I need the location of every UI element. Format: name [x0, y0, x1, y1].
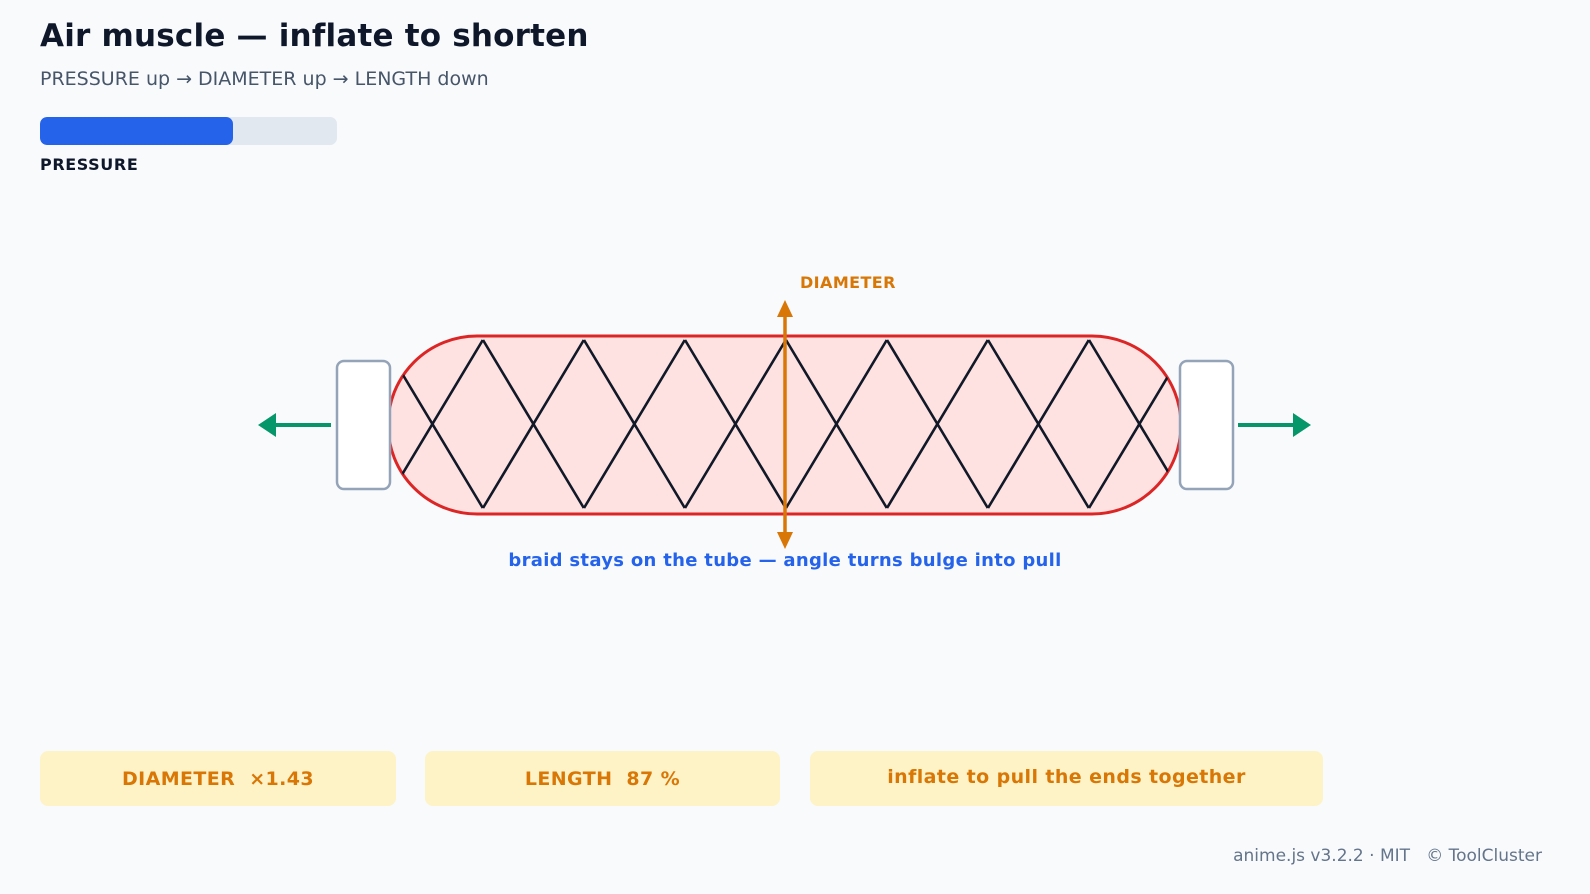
- braid-strand: [481, 339, 585, 509]
- braid-strand: [683, 339, 787, 509]
- left-pull-arrow-icon: [258, 413, 331, 437]
- right-end-cap: [1178, 359, 1235, 491]
- length-readout: LENGTH 87 %: [425, 751, 780, 806]
- pressure-slider[interactable]: [40, 117, 337, 145]
- braid-strand: [986, 339, 1090, 509]
- braid-strand: [784, 339, 888, 509]
- left-end-cap: [335, 359, 392, 491]
- braid-strand: [1392, 340, 1493, 508]
- diagram-caption: braid stays on the tube — angle turns bu…: [508, 550, 1061, 571]
- pressure-label: PRESSURE: [40, 155, 139, 174]
- diameter-readout: DIAMETER ×1.43: [40, 751, 396, 806]
- braid-strand: [885, 339, 989, 509]
- right-pull-arrow-icon: [1238, 413, 1311, 437]
- braid-strand: [582, 339, 686, 509]
- pressure-slider-fill: [40, 117, 234, 145]
- page-title: Air muscle — inflate to shorten: [40, 18, 589, 54]
- page-subtitle: PRESSURE up → DIAMETER up → LENGTH down: [40, 68, 489, 90]
- braid-strand: [1392, 340, 1493, 508]
- diameter-arrow-icon: [777, 300, 793, 549]
- hint-readout: inflate to pull the ends together: [810, 751, 1323, 806]
- footer-credits: anime.js v3.2.2 · MIT © ToolCluster: [1233, 846, 1542, 866]
- diameter-label: DIAMETER: [800, 273, 896, 292]
